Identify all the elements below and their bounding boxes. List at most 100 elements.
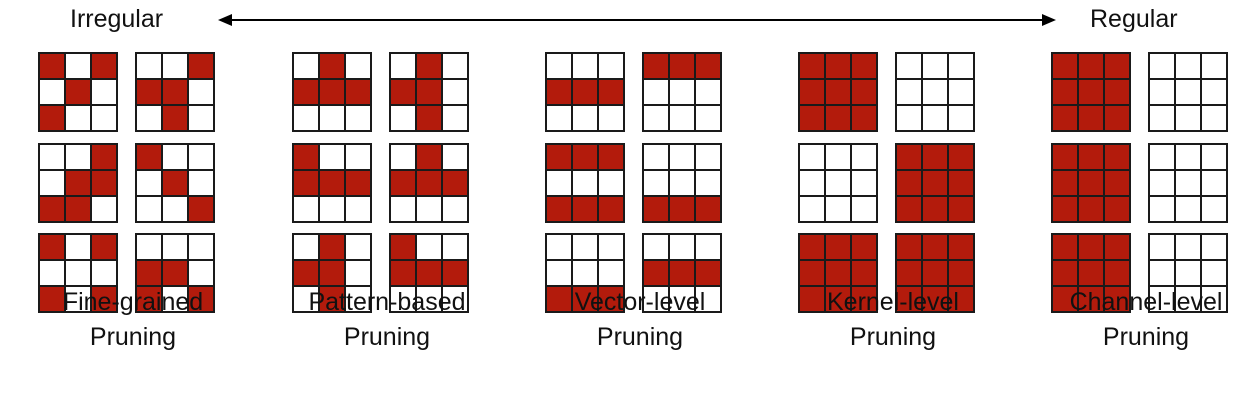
kept-weight-cell bbox=[1176, 80, 1200, 104]
pruned-weight-cell bbox=[923, 197, 947, 221]
kept-weight-cell bbox=[163, 287, 187, 311]
kernel-grid bbox=[389, 52, 469, 132]
pruned-weight-cell bbox=[189, 287, 213, 311]
kept-weight-cell bbox=[346, 106, 370, 130]
pruned-weight-cell bbox=[573, 145, 597, 169]
pruned-weight-cell bbox=[320, 80, 344, 104]
kept-weight-cell bbox=[137, 106, 161, 130]
kept-weight-cell bbox=[443, 235, 467, 259]
pruned-weight-cell bbox=[826, 80, 850, 104]
kept-weight-cell bbox=[294, 54, 318, 78]
pruned-weight-cell bbox=[346, 80, 370, 104]
kernel-grid bbox=[135, 52, 215, 132]
kept-weight-cell bbox=[391, 54, 415, 78]
pruned-weight-cell bbox=[1105, 171, 1129, 195]
kernel-grid bbox=[1148, 52, 1228, 132]
pruned-weight-cell bbox=[1053, 235, 1077, 259]
kernel-grid bbox=[895, 143, 975, 223]
pruned-weight-cell bbox=[826, 106, 850, 130]
pruned-weight-cell bbox=[1105, 54, 1129, 78]
pruned-weight-cell bbox=[547, 145, 571, 169]
kept-weight-cell bbox=[599, 106, 623, 130]
pruned-weight-cell bbox=[1105, 261, 1129, 285]
kept-weight-cell bbox=[852, 197, 876, 221]
pruned-weight-cell bbox=[923, 261, 947, 285]
kept-weight-cell bbox=[547, 106, 571, 130]
kept-weight-cell bbox=[320, 197, 344, 221]
caption-line-1: Vector-level bbox=[574, 288, 706, 316]
pruned-weight-cell bbox=[670, 54, 694, 78]
pruned-weight-cell bbox=[92, 171, 116, 195]
kept-weight-cell bbox=[599, 171, 623, 195]
kept-weight-cell bbox=[417, 235, 441, 259]
kept-weight-cell bbox=[1150, 106, 1174, 130]
kept-weight-cell bbox=[137, 197, 161, 221]
pruned-weight-cell bbox=[800, 54, 824, 78]
pruned-weight-cell bbox=[800, 106, 824, 130]
pruned-weight-cell bbox=[1105, 80, 1129, 104]
pruned-weight-cell bbox=[320, 235, 344, 259]
kept-weight-cell bbox=[443, 106, 467, 130]
pruned-weight-cell bbox=[163, 80, 187, 104]
kept-weight-cell bbox=[66, 261, 90, 285]
kept-weight-cell bbox=[40, 261, 64, 285]
kept-weight-cell bbox=[670, 235, 694, 259]
caption-line-1: Channel-level bbox=[1069, 288, 1223, 316]
pruned-weight-cell bbox=[644, 197, 668, 221]
kept-weight-cell bbox=[1150, 261, 1174, 285]
kept-weight-cell bbox=[826, 171, 850, 195]
kept-weight-cell bbox=[346, 235, 370, 259]
pruned-weight-cell bbox=[1053, 145, 1077, 169]
pruned-weight-cell bbox=[391, 235, 415, 259]
arrow-left-head bbox=[218, 14, 232, 26]
pruned-weight-cell bbox=[294, 145, 318, 169]
pruned-weight-cell bbox=[189, 197, 213, 221]
kept-weight-cell bbox=[547, 235, 571, 259]
pruned-weight-cell bbox=[923, 287, 947, 311]
kept-weight-cell bbox=[137, 54, 161, 78]
kept-weight-cell bbox=[66, 54, 90, 78]
caption-line-1: Pattern-based bbox=[308, 288, 466, 316]
kept-weight-cell bbox=[92, 197, 116, 221]
kept-weight-cell bbox=[294, 287, 318, 311]
irregular-label: Irregular bbox=[70, 5, 164, 33]
kernel-grid bbox=[38, 143, 118, 223]
caption-line-2: Pruning bbox=[89, 323, 177, 351]
pruned-weight-cell bbox=[897, 197, 921, 221]
kept-weight-cell bbox=[320, 106, 344, 130]
kept-weight-cell bbox=[852, 145, 876, 169]
kernel-grid bbox=[545, 233, 625, 313]
pruned-weight-cell bbox=[40, 54, 64, 78]
pruned-weight-cell bbox=[1105, 106, 1129, 130]
kept-weight-cell bbox=[1176, 106, 1200, 130]
pruned-weight-cell bbox=[417, 261, 441, 285]
kernel-grid bbox=[135, 143, 215, 223]
pruned-weight-cell bbox=[949, 145, 973, 169]
pruned-weight-cell bbox=[599, 197, 623, 221]
pruned-weight-cell bbox=[826, 287, 850, 311]
kernel-grid bbox=[895, 52, 975, 132]
regular-label: Regular bbox=[1090, 5, 1178, 33]
pruned-weight-cell bbox=[294, 261, 318, 285]
kept-weight-cell bbox=[573, 171, 597, 195]
pruned-weight-cell bbox=[852, 106, 876, 130]
pruned-weight-cell bbox=[923, 145, 947, 169]
pruned-weight-cell bbox=[1079, 80, 1103, 104]
pruned-weight-cell bbox=[1105, 197, 1129, 221]
kernel-grid bbox=[1051, 233, 1131, 313]
pruned-weight-cell bbox=[163, 106, 187, 130]
pruned-weight-cell bbox=[547, 287, 571, 311]
pruned-weight-cell bbox=[897, 287, 921, 311]
pruned-weight-cell bbox=[1079, 54, 1103, 78]
kept-weight-cell bbox=[1150, 197, 1174, 221]
kept-weight-cell bbox=[391, 287, 415, 311]
kept-weight-cell bbox=[189, 261, 213, 285]
kept-weight-cell bbox=[897, 80, 921, 104]
pruned-weight-cell bbox=[1053, 287, 1077, 311]
pruned-weight-cell bbox=[1105, 145, 1129, 169]
pruned-weight-cell bbox=[547, 80, 571, 104]
pruned-weight-cell bbox=[417, 106, 441, 130]
kept-weight-cell bbox=[547, 171, 571, 195]
